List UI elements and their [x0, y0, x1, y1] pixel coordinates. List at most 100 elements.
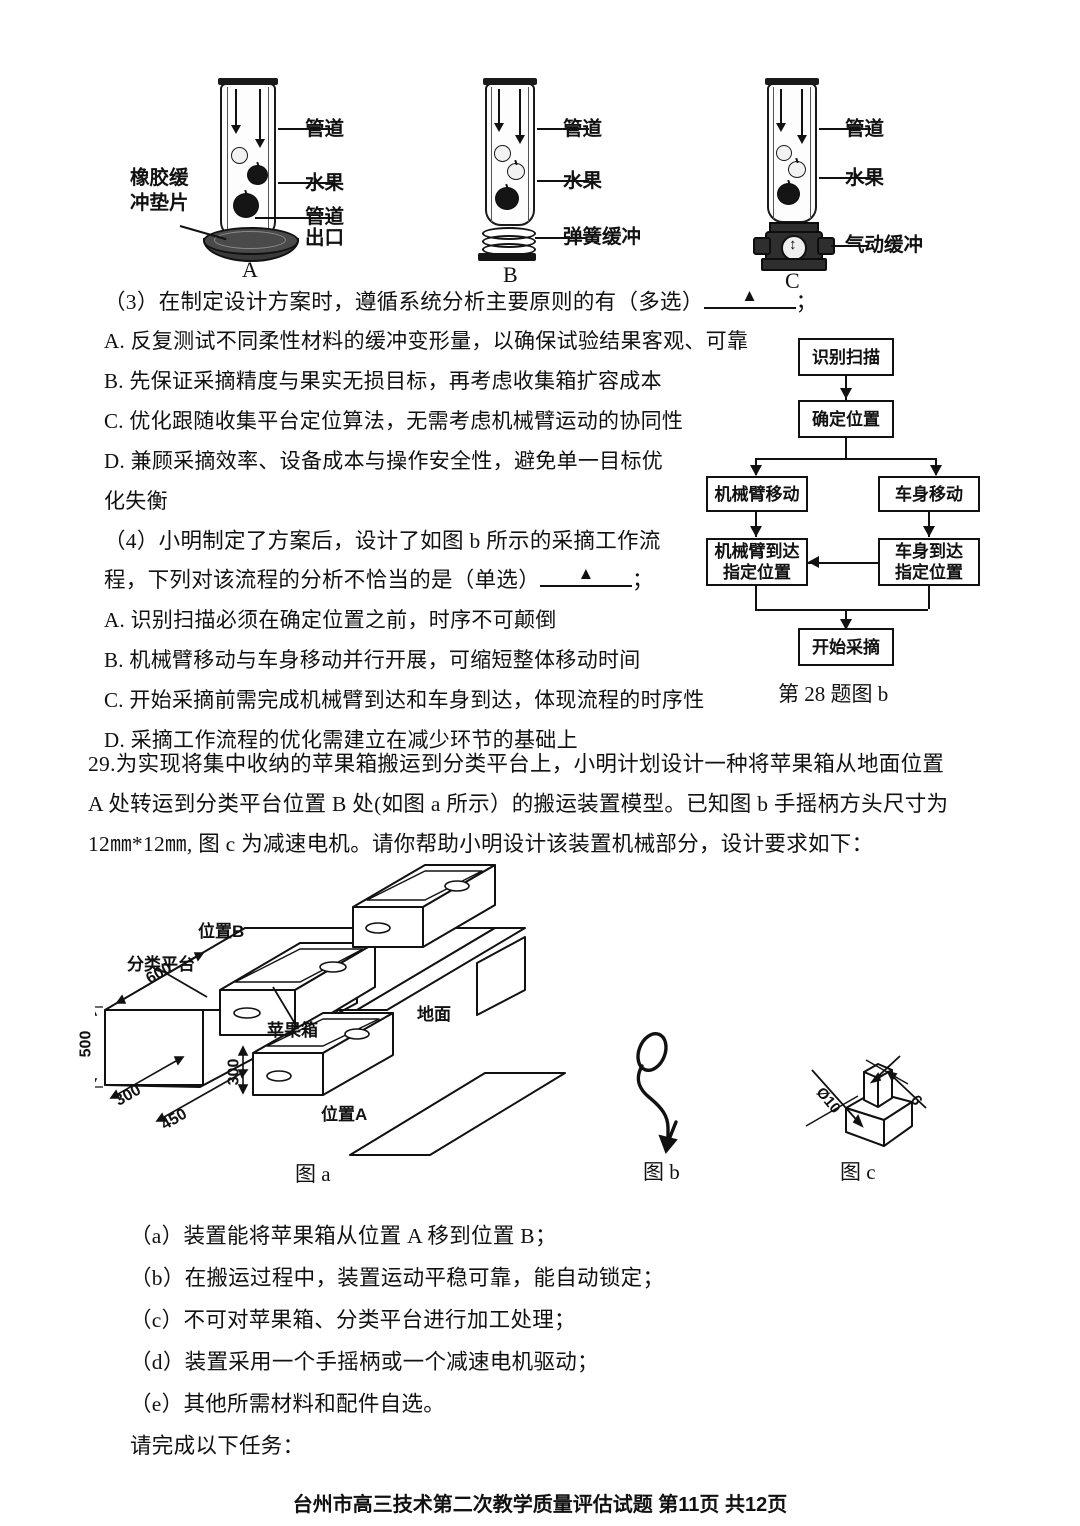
pneumatic-wing-left-c — [753, 237, 771, 255]
label-ground: 地面 — [417, 1005, 451, 1024]
leader-pipe-a — [278, 128, 333, 130]
flow-arrow-merge-down — [840, 619, 852, 630]
caption-figure-c: C — [785, 268, 800, 293]
leader-pipe-c — [819, 128, 871, 130]
label-rubber-a-line2: 冲垫片 — [130, 192, 189, 214]
flowchart-caption: 第 28 题图 b — [778, 682, 889, 706]
pneumatic-base-c — [761, 258, 827, 271]
figure-apparatus-a: 管道 水果 管道 出口 橡胶缓 冲垫片 A — [130, 65, 425, 282]
label-pipe-c: 管道 — [845, 118, 885, 140]
pipe-cap-c — [765, 78, 819, 85]
q28-part4-stem-line1: （4）小明制定了方案后，设计了如图 b 所示的采摘工作流 — [104, 529, 661, 553]
label-fruit-a: 水果 — [305, 172, 345, 194]
flow-arrow-head-b1 — [494, 123, 504, 132]
caption-figure-a: A — [242, 257, 258, 282]
flow-arrow-stem-c1 — [780, 89, 782, 125]
flow-arrow-head-a2 — [255, 139, 265, 148]
dimension-300-box-height: 300 — [225, 1058, 243, 1086]
pneumatic-valve-c — [781, 235, 807, 261]
crank-tip — [658, 1134, 678, 1154]
flow-node-arm-arrive: 机械臂到达 指定位置 — [706, 538, 808, 586]
blank-triangle-marker-2: ▲ — [577, 564, 595, 583]
label-outlet-a-line1: 管道 — [305, 206, 345, 228]
caption-figure-c: 图 c — [840, 1160, 876, 1184]
q29-tasks-prompt: 请完成以下任务： — [130, 1434, 305, 1458]
motor-body-side — [883, 1101, 913, 1147]
pipe-cap-a — [218, 78, 278, 85]
q28-part4-stem-text: 程，下列对该流程的分析不恰当的是（单选） — [104, 568, 541, 592]
q28-part3-answer-blank[interactable]: ▲ — [703, 285, 796, 309]
q28-part4-option-c: C. 开始采摘前需完成机械臂到达和车身到达，体现流程的时序性 — [104, 688, 705, 712]
label-apple-box: 苹果箱 — [267, 1021, 318, 1040]
flow-arrow-split-right — [930, 465, 942, 476]
q28-part3-option-d-cont: 化失衡 — [104, 489, 168, 513]
q28-part4-answer-blank[interactable]: ▲ — [540, 563, 633, 587]
flowchart-picking-process: 识别扫描 确定位置 机械臂移动 车身移动 机械臂到达 指定位置 车身到达 指定位… — [690, 330, 1010, 720]
q28-part3-stem: （3）在制定设计方案时，遵循系统分析主要原则的有（多选） ▲ ； — [104, 283, 817, 321]
flow-node-start-picking: 开始采摘 — [798, 628, 894, 666]
caption-figure-a-iso: 图 a — [295, 1162, 331, 1186]
q28-part3-stem-suffix: ； — [795, 290, 818, 314]
label-pipe-b: 管道 — [563, 118, 603, 140]
flow-node-arm-move: 机械臂移动 — [706, 476, 808, 512]
label-sorting-platform: 分类平台 — [127, 955, 195, 974]
flow-edge-merge — [755, 609, 928, 611]
q29-requirement-e: （e）其他所需材料和配件自选。 — [130, 1392, 446, 1416]
blank-triangle-marker: ▲ — [741, 286, 759, 305]
figure-apparatus-c: 管道 水果 ↕ 气动缓冲 C — [745, 65, 995, 293]
label-position-b: 位置B — [198, 922, 245, 941]
q29-requirement-d: （d）装置采用一个手摇柄或一个减速电机驱动； — [130, 1350, 599, 1374]
flow-arrow-head-b2 — [515, 135, 525, 144]
q28-part4-option-b: B. 机械臂移动与车身移动并行开展，可缩短整体移动时间 — [104, 648, 641, 672]
q29-requirement-b: （b）在搬运过程中，装置运动平稳可靠，能自动锁定； — [130, 1266, 665, 1290]
q29-stem-line1: 29.为实现将集中收纳的苹果箱搬运到分类平台上，小明计划设计一种将苹果箱从地面位… — [88, 752, 945, 776]
label-pneumatic-buffer-c: 气动缓冲 — [845, 234, 924, 256]
label-rubber-a-line1: 橡胶缓 — [130, 167, 189, 189]
flow-node-scan: 识别扫描 — [798, 338, 894, 376]
q28-part4-option-d: D. 采摘工作流程的优化需建立在减少环节的基础上 — [104, 728, 578, 752]
pneumatic-valve-arrow-c: ↕ — [789, 237, 797, 253]
crank-arm — [636, 1064, 670, 1142]
crank-handle-grip — [636, 1032, 668, 1072]
flow-node-body-arrive-line2: 指定位置 — [895, 563, 963, 582]
figure-apparatus-b: 管道 水果 弹簧缓冲 B — [465, 65, 715, 287]
label-spring-buffer-b: 弹簧缓冲 — [563, 226, 642, 248]
spring-base-b — [478, 253, 536, 261]
leader-fruit-c — [819, 177, 871, 179]
label-outlet-a-line2: 出口 — [305, 227, 345, 249]
figure-c-svg — [805, 1055, 927, 1147]
figure-c-dimensions — [805, 1055, 927, 1128]
flow-arrow-stem-c2 — [801, 89, 803, 137]
flow-edge-arm-move-down — [755, 512, 757, 537]
flow-arrow-stem-b2 — [519, 89, 521, 137]
q29-requirement-c: （c）不可对苹果箱、分类平台进行加工处理； — [130, 1308, 576, 1332]
dimension-lines — [95, 952, 249, 1122]
q28-part3-stem-text: （3）在制定设计方案时，遵循系统分析主要原则的有（多选） — [104, 290, 704, 314]
fruit-a1 — [231, 147, 248, 164]
flow-arrow-split-left — [750, 465, 762, 476]
leader-pipe-b — [537, 128, 589, 130]
flow-arrow-stem-a1 — [235, 89, 237, 127]
apple-box-platform-far — [352, 864, 496, 948]
q28-part4-option-a: A. 识别扫描必须在确定位置之前，时序不可颠倒 — [104, 608, 557, 632]
rubber-pad-ring-a — [214, 231, 286, 249]
q29-stem-line2: A 处转运到分类平台位置 B 处(如图 a 所示）的搬运装置模型。已知图 b 手… — [88, 792, 949, 816]
flow-arrow-stem-a2 — [259, 89, 261, 141]
q29-stem-line3: 12㎜*12㎜, 图 c 为减速电机。请你帮助小明设计该装置机械部分，设计要求如… — [88, 832, 874, 856]
q29-requirement-a: （a）装置能将苹果箱从位置 A 移到位置 B； — [130, 1224, 557, 1248]
figure-a-leaders — [156, 967, 298, 1028]
flow-edge-body-arrive-down — [928, 586, 930, 609]
flow-arrow-body-to-arm — [808, 556, 819, 568]
apple-box-position-a — [252, 1012, 394, 1096]
ground-plane — [349, 1072, 566, 1156]
fruit-c1 — [776, 145, 792, 161]
flow-node-locate: 确定位置 — [798, 400, 894, 438]
flow-arrow-stem-b1 — [498, 89, 500, 125]
leader-outlet-a — [255, 217, 333, 219]
platform-leg-right — [476, 936, 526, 1016]
fruit-a3 — [233, 189, 259, 218]
leader-fruit-a — [278, 182, 333, 184]
leader-fruit-b — [537, 180, 589, 182]
pipe-inner-b — [491, 87, 529, 222]
